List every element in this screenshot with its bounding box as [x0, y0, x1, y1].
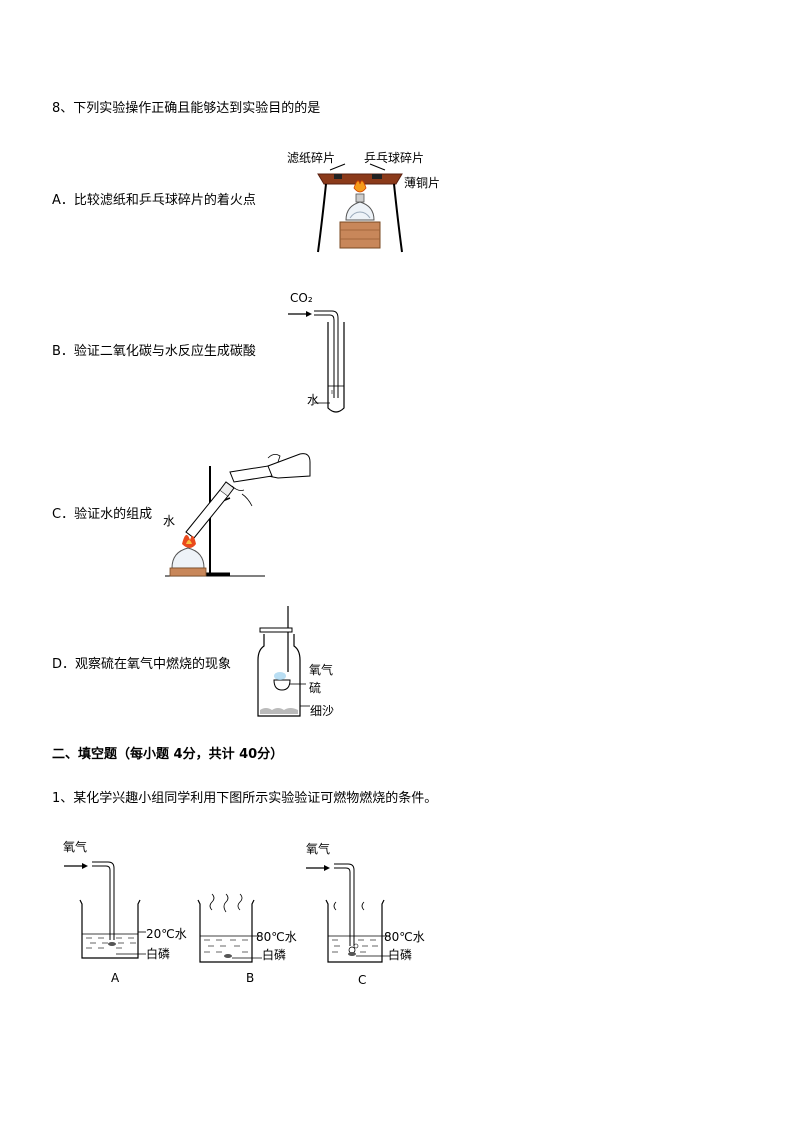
beaker-a-label-water: 20℃水 — [146, 927, 187, 941]
fig-d-label-sand: 细沙 — [310, 704, 335, 718]
fig-d-label-sulfur: 硫 — [309, 681, 322, 695]
question-8-stem: 8、下列实验操作正确且能够达到实验目的的是 — [52, 101, 321, 116]
fig-c-label-water: 水 — [163, 514, 176, 528]
fig-d-label-oxygen: 氧气 — [309, 663, 334, 677]
fig-b-test-tube — [288, 310, 345, 413]
fig-b-label-co2: CO₂ — [290, 291, 313, 305]
beaker-b-diagram — [197, 893, 262, 963]
beaker-c-label-phosphorus: 白磷 — [388, 948, 413, 962]
beaker-a-diagram — [64, 861, 146, 959]
beaker-c-label-oxygen: 氧气 — [306, 842, 331, 856]
fig-a-label-pingpong: 乒乓球碎片 — [364, 151, 425, 165]
beaker-b-caption: B — [246, 971, 255, 985]
option-d: D．观察硫在氧气中燃烧的现象 — [52, 657, 232, 672]
fig-a-label-copper-sheet: 薄铜片 — [404, 176, 441, 190]
fig-c-heating-apparatus — [165, 453, 311, 577]
option-a: A．比较滤纸和乒乓球碎片的着火点 — [52, 193, 256, 208]
section-2-q1-stem: 1、某化学兴趣小组同学利用下图所示实验验证可燃物燃烧的条件。 — [52, 791, 438, 806]
beaker-a-label-oxygen: 氧气 — [63, 840, 88, 854]
beaker-c-diagram — [306, 863, 390, 963]
option-c: C．验证水的组成 — [52, 507, 153, 522]
beaker-a-caption: A — [111, 971, 120, 985]
beaker-c-label-water: 80℃水 — [384, 930, 425, 944]
beaker-c-caption: C — [358, 973, 367, 987]
fig-d-gas-jar — [257, 606, 310, 717]
fig-b-label-water: 水 — [307, 393, 320, 407]
section-2-title: 二、填空题（每小题 4分，共计 40分） — [52, 747, 284, 762]
beaker-b-label-phosphorus: 白磷 — [262, 948, 287, 962]
beaker-b-label-water: 80℃水 — [256, 930, 297, 944]
option-b: B．验证二氧化碳与水反应生成碳酸 — [52, 344, 256, 359]
fig-a-label-filter-paper: 滤纸碎片 — [287, 151, 336, 165]
fig-a-tripod-apparatus — [317, 163, 403, 253]
beaker-a-label-phosphorus: 白磷 — [146, 947, 171, 961]
